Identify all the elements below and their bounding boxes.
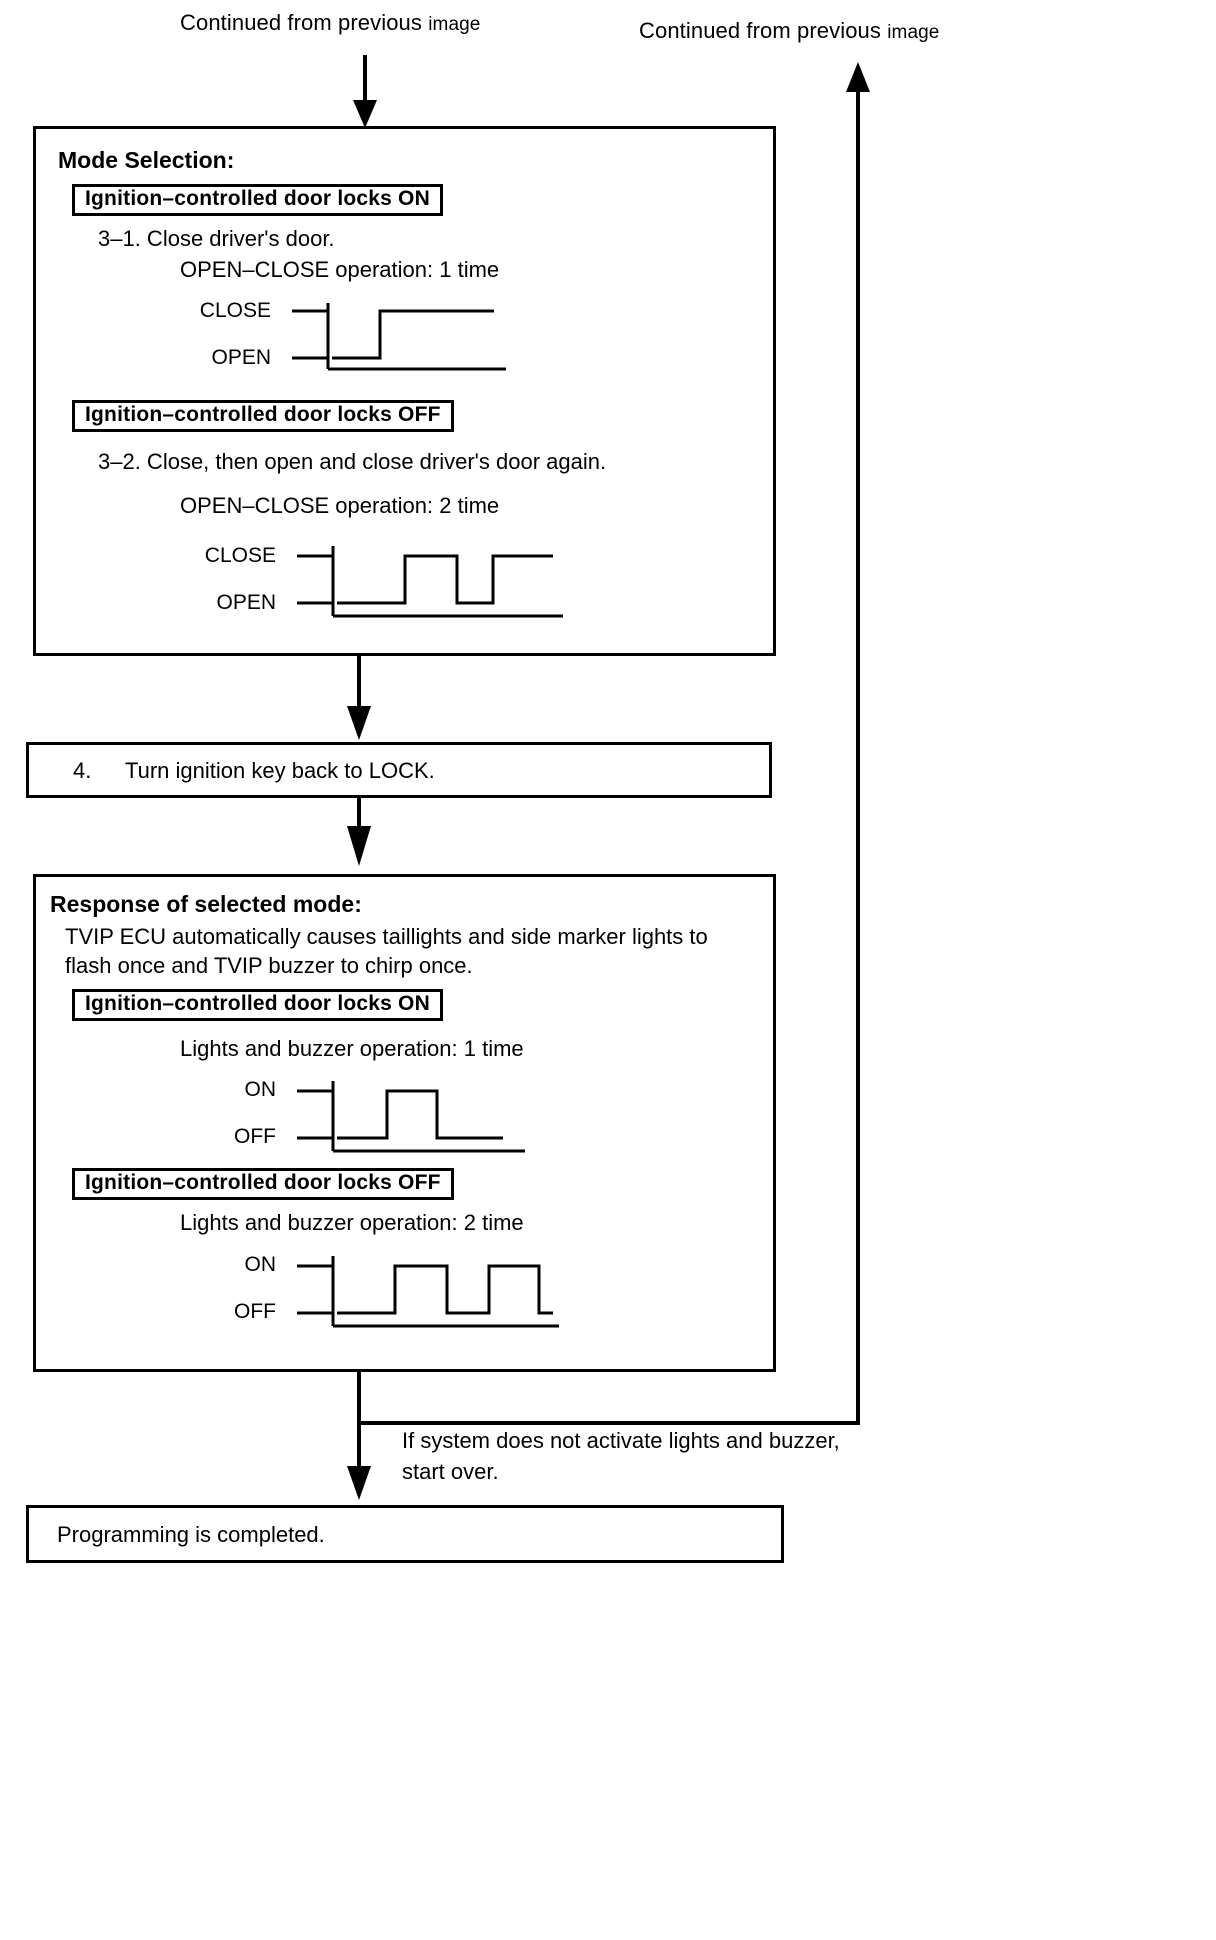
step4-box: 4. Turn ignition key back to LOCK. <box>26 742 772 798</box>
step-3-2-text: 3–2. Close, then open and close driver's… <box>98 449 607 474</box>
waveform-1-low-label: OPEN <box>211 346 271 369</box>
lights-buzzer-2-time-caption: Lights and buzzer operation: 2 time <box>180 1210 524 1235</box>
loopback-note-line2: start over. <box>402 1459 499 1484</box>
step4-text: Turn ignition key back to LOCK. <box>125 758 435 783</box>
waveform-3-chart <box>297 1081 525 1153</box>
arrow-head-response-to-final <box>347 1466 371 1500</box>
continued-left-text: Continued from previous <box>180 10 429 35</box>
mode-selection-box: Mode Selection: Ignition–controlled door… <box>33 126 776 656</box>
programming-completed-box: Programming is completed. <box>26 1505 784 1563</box>
step-3-1-text: 3–1. Close driver's door. <box>98 226 335 251</box>
arrow-head-step4-to-response <box>347 826 371 866</box>
badge-response-locks-off: Ignition–controlled door locks OFF <box>72 1168 454 1200</box>
waveform-4-signal <box>337 1264 553 1315</box>
waveform-4-chart <box>297 1256 559 1328</box>
badge-response-locks-on: Ignition–controlled door locks ON <box>72 989 443 1021</box>
waveform-3-high-label: ON <box>244 1078 277 1101</box>
waveform-3-signal <box>337 1089 503 1140</box>
mode-selection-title: Mode Selection: <box>58 147 235 173</box>
arrow-head-into-mode-selection <box>353 100 377 128</box>
continued-right-small: image <box>887 22 940 43</box>
open-close-1-time-caption: OPEN–CLOSE operation: 1 time <box>180 257 500 282</box>
programming-completed-text: Programming is completed. <box>57 1522 325 1547</box>
continued-left-small: image <box>428 14 481 35</box>
waveform-2-low-label: OPEN <box>216 591 276 614</box>
waveform-2-chart <box>297 546 563 618</box>
continued-from-previous-right: Continued from previous image <box>639 18 940 43</box>
badge-ignition-locks-on: Ignition–controlled door locks ON <box>72 184 443 216</box>
response-of-selected-mode-box: Response of selected mode: TVIP ECU auto… <box>33 874 776 1372</box>
loopback-note-line1: If system does not activate lights and b… <box>402 1428 840 1453</box>
waveform-1-chart <box>292 303 506 371</box>
response-description-line1: TVIP ECU automatically causes taillights… <box>65 924 708 949</box>
waveform-4-low-label: OFF <box>234 1300 276 1323</box>
lights-buzzer-1-time-caption: Lights and buzzer operation: 1 time <box>180 1036 524 1061</box>
step4-number: 4. <box>73 758 92 783</box>
waveform-4-high-label: ON <box>244 1253 277 1276</box>
waveform-3-low-label: OFF <box>234 1125 276 1148</box>
waveform-1-signal <box>332 309 494 360</box>
open-close-2-time-caption: OPEN–CLOSE operation: 2 time <box>180 493 500 518</box>
loopback-arrow-head <box>846 62 870 92</box>
continued-from-previous-left: Continued from previous image <box>180 10 481 35</box>
response-title: Response of selected mode: <box>50 891 362 917</box>
waveform-1-high-label: CLOSE <box>199 299 271 322</box>
waveform-2-signal <box>337 554 553 605</box>
continued-right-text: Continued from previous <box>639 18 888 43</box>
response-description-line2: flash once and TVIP buzzer to chirp once… <box>65 953 473 978</box>
waveform-2-high-label: CLOSE <box>204 544 276 567</box>
arrow-head-mode-to-step4 <box>347 706 371 740</box>
badge-ignition-locks-off: Ignition–controlled door locks OFF <box>72 400 454 432</box>
